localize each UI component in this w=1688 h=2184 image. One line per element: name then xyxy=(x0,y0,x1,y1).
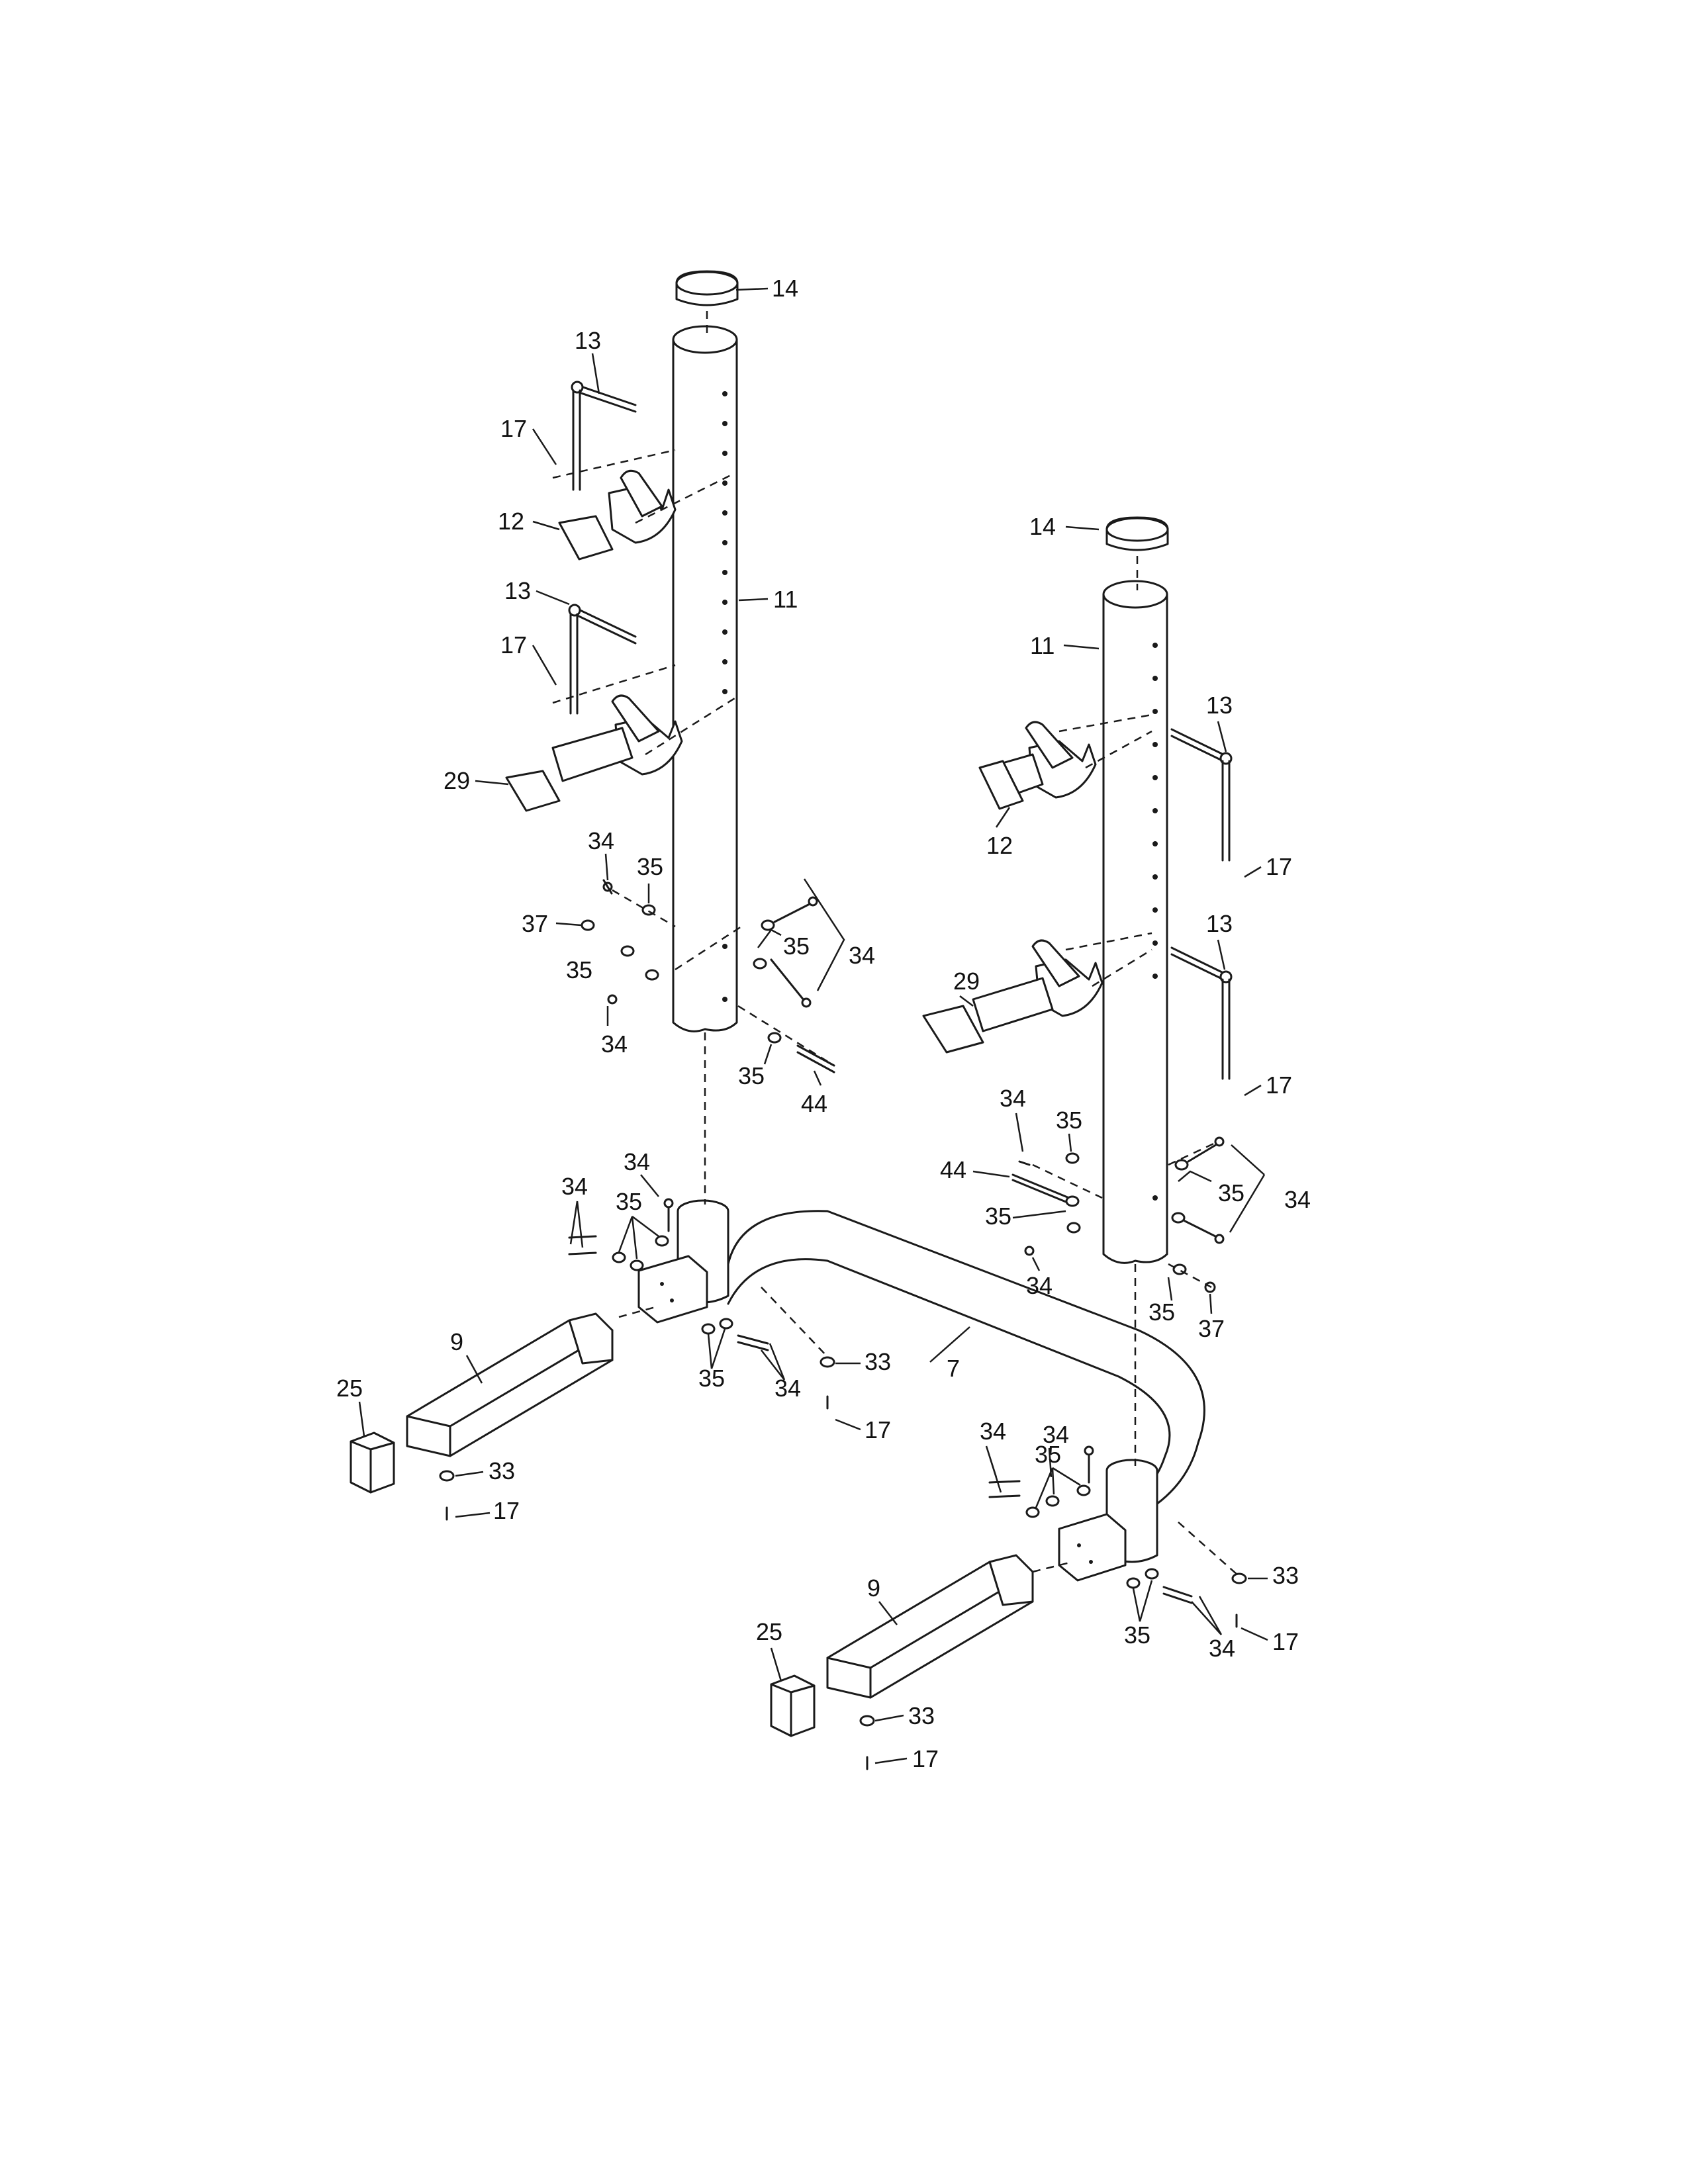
right-end-cap xyxy=(1105,516,1169,551)
callout-label: 44 xyxy=(801,1090,827,1117)
callout-label: 17 xyxy=(1272,1628,1299,1655)
callout-label: 34 xyxy=(624,1148,650,1175)
callout-label: 25 xyxy=(756,1618,782,1645)
callout-label: 44 xyxy=(940,1156,966,1183)
callout-label: 13 xyxy=(504,577,531,604)
callout-label: 34 xyxy=(849,942,875,969)
callout-label: 35 xyxy=(1035,1441,1061,1468)
callout-label: 33 xyxy=(489,1457,515,1484)
callout-label: 33 xyxy=(1272,1562,1299,1589)
callout-label: 35 xyxy=(616,1188,642,1215)
left-lower-j-hook xyxy=(505,694,683,812)
callout-label: 35 xyxy=(698,1365,725,1392)
callout-label: 34 xyxy=(601,1030,628,1058)
callout-label: 34 xyxy=(774,1375,801,1402)
callout-label: 35 xyxy=(1149,1298,1175,1326)
callout-label: 35 xyxy=(1124,1621,1150,1649)
callout-label: 17 xyxy=(493,1497,520,1524)
callout-label: 35 xyxy=(637,853,663,880)
callout-label: 34 xyxy=(1209,1635,1235,1662)
left-upright-tube xyxy=(672,325,738,1032)
callout-label: 17 xyxy=(1266,1071,1292,1099)
callout-leaders xyxy=(475,287,1266,1314)
bolts-and-washers xyxy=(439,879,1247,1770)
callout-label: 33 xyxy=(908,1702,935,1729)
callout-label: 35 xyxy=(783,933,810,960)
callout-label: 34 xyxy=(588,827,614,854)
callout-numbers: 14 13 17 12 13 11 17 29 34 35 37 35 34 3… xyxy=(336,275,1311,1772)
callout-label: 14 xyxy=(1029,513,1056,540)
callout-label: 12 xyxy=(498,508,524,535)
callout-label: 29 xyxy=(953,968,980,995)
callout-label: 33 xyxy=(865,1348,891,1375)
alignment-lines xyxy=(552,311,1239,1576)
right-foot-cap xyxy=(770,1674,816,1737)
callout-label: 11 xyxy=(1030,632,1055,659)
callout-label: 13 xyxy=(575,327,601,354)
callout-label: 34 xyxy=(1043,1421,1069,1448)
callout-label: 7 xyxy=(947,1355,960,1382)
base-callout-leaders xyxy=(358,1174,1268,1764)
callout-label: 34 xyxy=(1000,1085,1026,1112)
callout-label: 9 xyxy=(450,1328,463,1355)
callout-label: 13 xyxy=(1206,910,1233,937)
callout-label: 17 xyxy=(865,1416,891,1443)
callout-label: 37 xyxy=(1198,1315,1225,1342)
callout-label: 34 xyxy=(1284,1186,1311,1213)
callout-label: 35 xyxy=(1056,1107,1082,1134)
callout-label: 25 xyxy=(336,1375,363,1402)
left-base-sleeve xyxy=(637,1199,729,1324)
callout-label: 29 xyxy=(444,767,470,794)
left-lower-pin xyxy=(568,604,637,715)
callout-label: 9 xyxy=(867,1574,880,1602)
callout-label: 17 xyxy=(912,1745,939,1772)
callout-label: 34 xyxy=(561,1173,588,1200)
left-foot-cap xyxy=(350,1432,395,1494)
left-upper-j-hook xyxy=(558,469,677,561)
right-upper-j-hook xyxy=(978,721,1097,810)
callout-label: 35 xyxy=(566,956,592,983)
callout-label: 35 xyxy=(738,1062,765,1089)
callout-label: 35 xyxy=(985,1203,1011,1230)
right-upper-pin xyxy=(1170,728,1233,862)
left-end-cap xyxy=(675,270,739,306)
callout-label: 17 xyxy=(500,415,527,442)
callout-label: 35 xyxy=(1218,1179,1244,1206)
right-upright-tube xyxy=(1102,580,1168,1264)
callout-label: 34 xyxy=(1026,1272,1053,1299)
right-base-sleeve xyxy=(1058,1459,1158,1582)
callout-label: 37 xyxy=(522,910,548,937)
callout-label: 13 xyxy=(1206,692,1233,719)
callout-label: 34 xyxy=(980,1418,1006,1445)
callout-label: 14 xyxy=(772,275,798,302)
right-lower-j-hook xyxy=(922,939,1103,1054)
left-foot-tube xyxy=(406,1312,614,1457)
right-lower-pin xyxy=(1170,946,1233,1080)
callout-label: 11 xyxy=(773,586,798,613)
callout-label: 12 xyxy=(986,832,1013,859)
callout-label: 17 xyxy=(1266,853,1292,880)
callout-label: 17 xyxy=(500,631,527,659)
right-foot-tube xyxy=(826,1554,1034,1699)
